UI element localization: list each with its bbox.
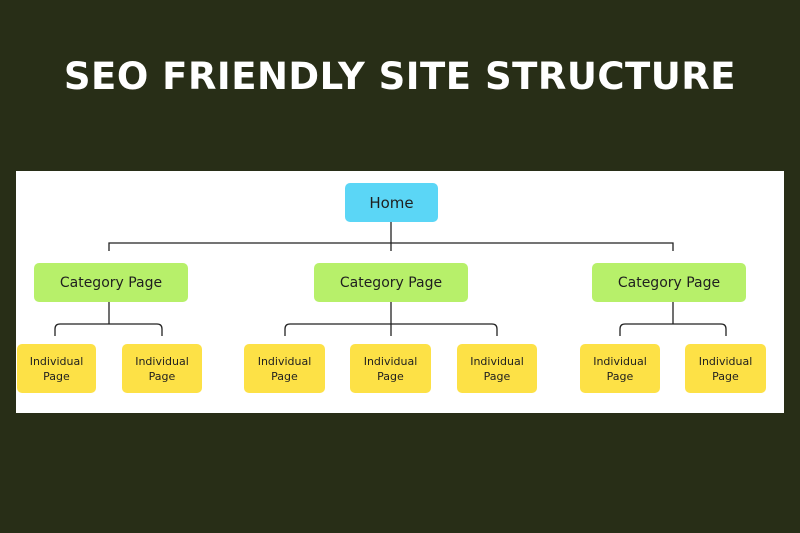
category-node-3: Category Page <box>592 263 746 302</box>
home-node: Home <box>345 183 438 222</box>
category-node-1: Category Page <box>34 263 188 302</box>
individual-page-node-2-1: Individual Page <box>244 344 325 393</box>
connector-home-bus <box>108 242 674 251</box>
individual-page-node-3-1: Individual Page <box>580 344 660 393</box>
individual-page-node-3-2: Individual Page <box>685 344 766 393</box>
individual-page-node-2-3: Individual Page <box>457 344 537 393</box>
individual-page-node-1-1: Individual Page <box>17 344 96 393</box>
individual-page-node-1-2: Individual Page <box>122 344 202 393</box>
connector-cat-3-bus <box>619 323 727 336</box>
site-structure-diagram: Home Category Page Category Page Categor… <box>16 171 784 413</box>
page-title: SEO FRIENDLY SITE STRUCTURE <box>63 55 737 98</box>
category-node-2: Category Page <box>314 263 468 302</box>
connector-lines <box>54 222 727 336</box>
individual-page-node-2-2: Individual Page <box>350 344 431 393</box>
connector-cat-2-bus <box>284 323 498 336</box>
connector-cat-1-bus <box>54 323 163 336</box>
